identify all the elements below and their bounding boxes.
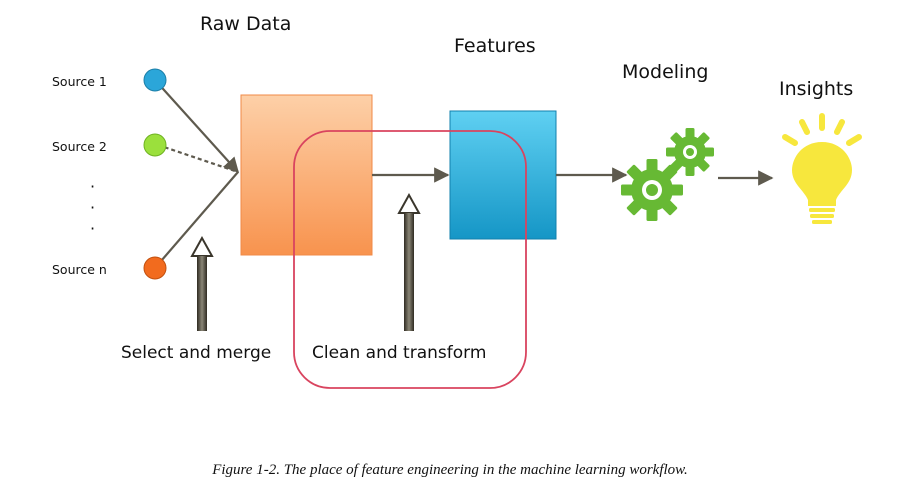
source-2-dot	[143, 133, 167, 157]
clean-transform-up-arrow	[397, 192, 421, 331]
ellipsis-dot-2: ·	[90, 198, 95, 217]
features-box	[449, 110, 557, 240]
source-2-label: Source 2	[52, 139, 107, 154]
ellipsis-dot-1: ·	[90, 177, 95, 196]
source-n-link	[154, 171, 239, 269]
figure-caption: Figure 1-2. The place of feature enginee…	[211, 462, 688, 478]
raw-data-label: Raw Data	[200, 13, 291, 35]
source-1-link	[154, 79, 240, 174]
clean-transform-label: Clean and transform	[312, 343, 486, 363]
insights-label: Insights	[779, 78, 853, 100]
source-n-dot	[143, 256, 167, 280]
source-2-link	[157, 143, 239, 174]
source-1-label: Source 1	[52, 74, 107, 89]
large-gear-icon	[621, 159, 683, 221]
select-merge-up-arrow	[190, 235, 214, 331]
select-merge-label: Select and merge	[121, 343, 271, 363]
feature-engineering-highlight	[293, 130, 527, 389]
ellipsis-dot-3: ·	[90, 219, 95, 238]
small-gear-icon	[666, 128, 714, 176]
source-1-dot	[143, 68, 167, 92]
source-n-label: Source n	[52, 262, 107, 277]
lightbulb-icon	[782, 113, 862, 224]
gears-icon	[621, 128, 714, 221]
modeling-label: Modeling	[622, 61, 708, 83]
raw-data-box	[240, 94, 373, 256]
features-label: Features	[454, 35, 536, 57]
